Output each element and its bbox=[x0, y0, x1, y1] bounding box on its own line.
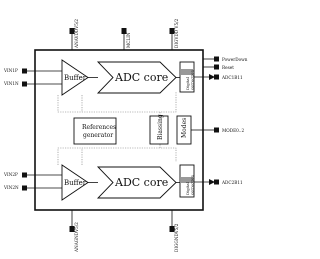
pin-label-vin1p: VIN1P bbox=[3, 68, 18, 73]
pin-vin1n bbox=[22, 81, 27, 87]
pin-label-mclin: MCLIN bbox=[126, 32, 131, 48]
references-generator-line2: generator bbox=[83, 132, 113, 139]
pin-mclin bbox=[121, 28, 127, 34]
pin-anavdd bbox=[69, 28, 75, 34]
pin-label-digvdd: DIGVDD V5/2 bbox=[174, 18, 179, 48]
buffer-top bbox=[61, 59, 89, 96]
top-channel: Buffer ADC core Digital correction bbox=[61, 59, 195, 96]
digital-correction-top-line1: Digital bbox=[185, 76, 190, 90]
pin-vin2p bbox=[22, 172, 27, 178]
adc-block-diagram: ANAVDDV5/2 MCLIN DIGVDD V5/2 ANAGNDV5/2 … bbox=[3, 18, 248, 253]
pin-reset bbox=[214, 64, 219, 70]
modes-label: Modes bbox=[181, 118, 188, 138]
middle-blocks: References generator Biassing Modes bbox=[73, 114, 203, 145]
digital-correction-bottom-line2: correction bbox=[190, 175, 195, 195]
buffer-bottom-label: Buffer bbox=[64, 179, 87, 187]
biassing-block bbox=[149, 115, 169, 145]
pin-label-vin2n: VIN2N bbox=[3, 185, 19, 190]
right-pins: PowerDown Reset ADC1B11 MODE0..2 ADC2B11 bbox=[194, 56, 248, 185]
bottom-pins: ANAGNDV5/2 DIGGNDV5/2 bbox=[69, 210, 179, 253]
pin-vin1p bbox=[22, 68, 27, 74]
left-pins: VIN1P VIN1N VIN2P VIN2N bbox=[3, 68, 62, 191]
pin-powerdown bbox=[214, 56, 219, 62]
adc-core-bottom-label: ADC core bbox=[114, 176, 168, 189]
pin-anagnd bbox=[69, 226, 75, 232]
pin-label-diggnd: DIGGNDV5/2 bbox=[174, 223, 179, 252]
top-pins: ANAVDDV5/2 MCLIN DIGVDD V5/2 bbox=[69, 18, 179, 50]
adc-core-top-label: ADC core bbox=[114, 71, 168, 84]
buffer-bottom bbox=[61, 164, 89, 201]
pin-mode bbox=[214, 127, 219, 133]
buffer-top-label: Buffer bbox=[64, 74, 87, 82]
pin-label-vin2p: VIN2P bbox=[3, 172, 18, 177]
references-generator-line1: References bbox=[82, 124, 116, 131]
pin-label-powerdown: PowerDown bbox=[222, 57, 248, 62]
references-generator bbox=[73, 117, 117, 145]
pin-diggnd bbox=[169, 226, 175, 232]
pin-label-reset: Reset bbox=[222, 65, 234, 70]
pin-label-anagnd: ANAGNDV5/2 bbox=[74, 222, 79, 253]
pin-label-anavdd: ANAVDDV5/2 bbox=[74, 19, 79, 49]
adc-core-top bbox=[96, 61, 177, 94]
digital-correction-bottom-line1: Digital bbox=[185, 181, 190, 195]
pin-adc2 bbox=[214, 179, 219, 185]
bottom-channel: Buffer ADC core Digital correction bbox=[61, 164, 195, 201]
pin-label-adc1: ADC1B11 bbox=[221, 75, 243, 80]
pin-label-vin1n: VIN1N bbox=[3, 81, 19, 86]
biassing-label: Biassing bbox=[157, 114, 164, 140]
adc-core-bottom bbox=[96, 166, 177, 199]
digital-correction-top-line2: correction bbox=[190, 70, 195, 90]
pin-label-adc2: ADC2B11 bbox=[221, 180, 243, 185]
pin-label-mode: MODE0..2 bbox=[222, 128, 244, 133]
pin-vin2n bbox=[22, 185, 27, 191]
pin-adc1 bbox=[214, 74, 219, 80]
pin-digvdd bbox=[169, 28, 175, 34]
